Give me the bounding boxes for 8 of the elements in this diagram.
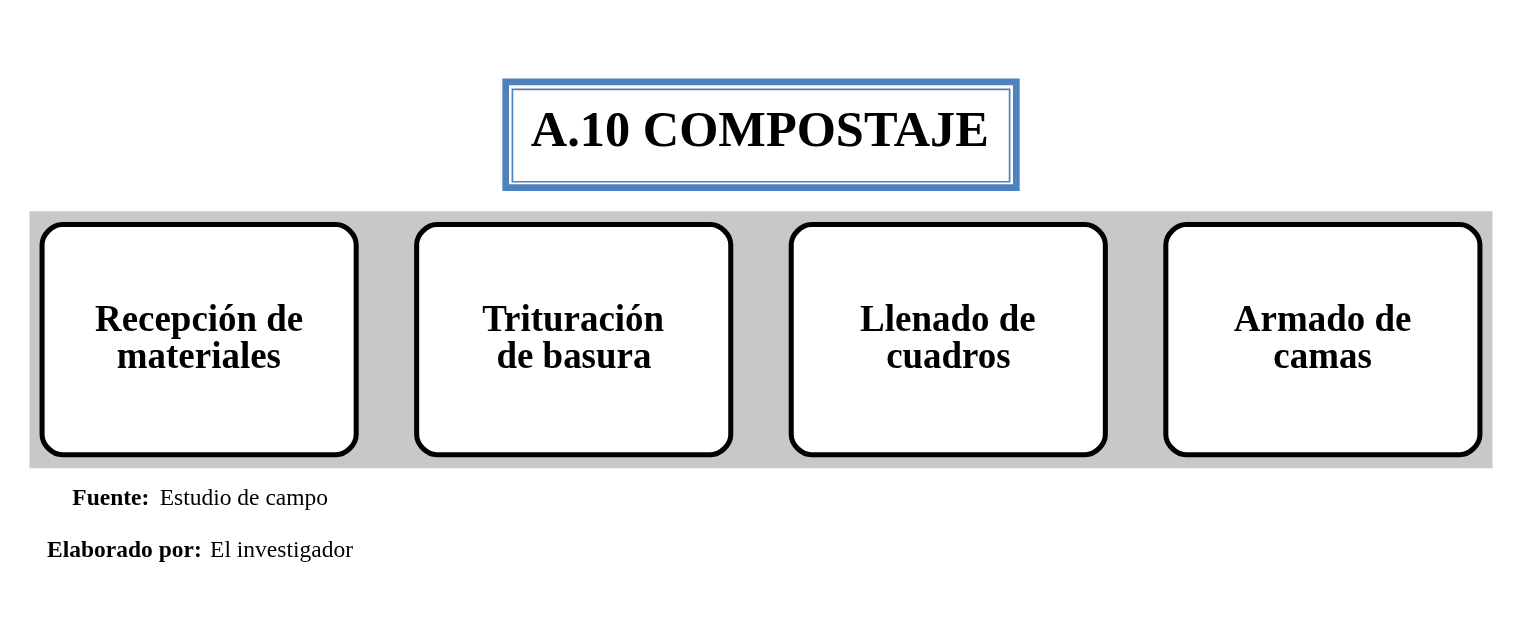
node-box: Armado de camas (1163, 222, 1483, 458)
node-box: Trituración de basura (414, 222, 734, 458)
node-box: Recepción de materiales (39, 222, 359, 458)
diagram-title: A.10 COMPOSTAJE (530, 101, 989, 158)
cluster (29, 211, 1493, 469)
label: Fuente: Estudio de campo (72, 484, 329, 511)
node-box: Llenado de cuadros (788, 222, 1108, 458)
label: Elaborado por: El investigador (47, 536, 353, 563)
